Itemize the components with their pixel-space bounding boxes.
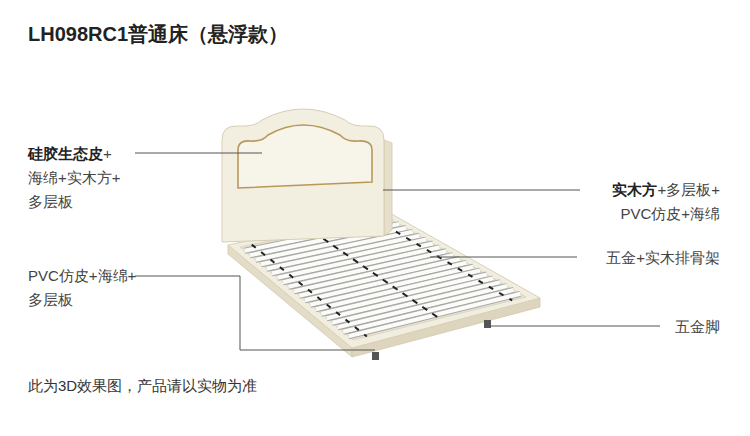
slat-strap	[252, 245, 367, 337]
callout-group: 实木方+多层板+PVC仿皮+海绵	[608, 178, 720, 226]
part-label: 实木方	[612, 181, 657, 198]
caption: 此为3D效果图，产品请以实物为准	[28, 374, 257, 398]
part-label: PVC仿皮+海绵+多层板	[28, 267, 136, 308]
headboard-side	[384, 140, 392, 236]
leader-line	[430, 257, 577, 258]
foot	[484, 320, 491, 328]
title: LH098RC1普通床（悬浮款）	[28, 22, 288, 46]
slat-edge	[343, 290, 514, 332]
slat-strap	[375, 219, 512, 300]
callout-group: 硅胶生态皮+海绵+实木方+多层板	[28, 142, 124, 214]
callout-group: 五金+实木排骨架	[560, 246, 720, 270]
headboard	[222, 109, 384, 242]
callout-group: 五金脚	[620, 315, 720, 339]
headboard-panel	[238, 125, 372, 188]
bracket-line	[135, 276, 375, 350]
slat	[343, 290, 514, 332]
leader-line	[135, 153, 262, 154]
leader-line	[490, 326, 660, 327]
foot	[372, 352, 379, 360]
leader-line	[383, 190, 580, 191]
part-label: 硅胶生态皮	[28, 145, 103, 162]
part-label: 五金脚	[675, 318, 720, 335]
part-label: 五金+实木排骨架	[606, 249, 720, 266]
callout-group: PVC仿皮+海绵+多层板	[28, 264, 140, 312]
center-beam	[314, 232, 440, 319]
